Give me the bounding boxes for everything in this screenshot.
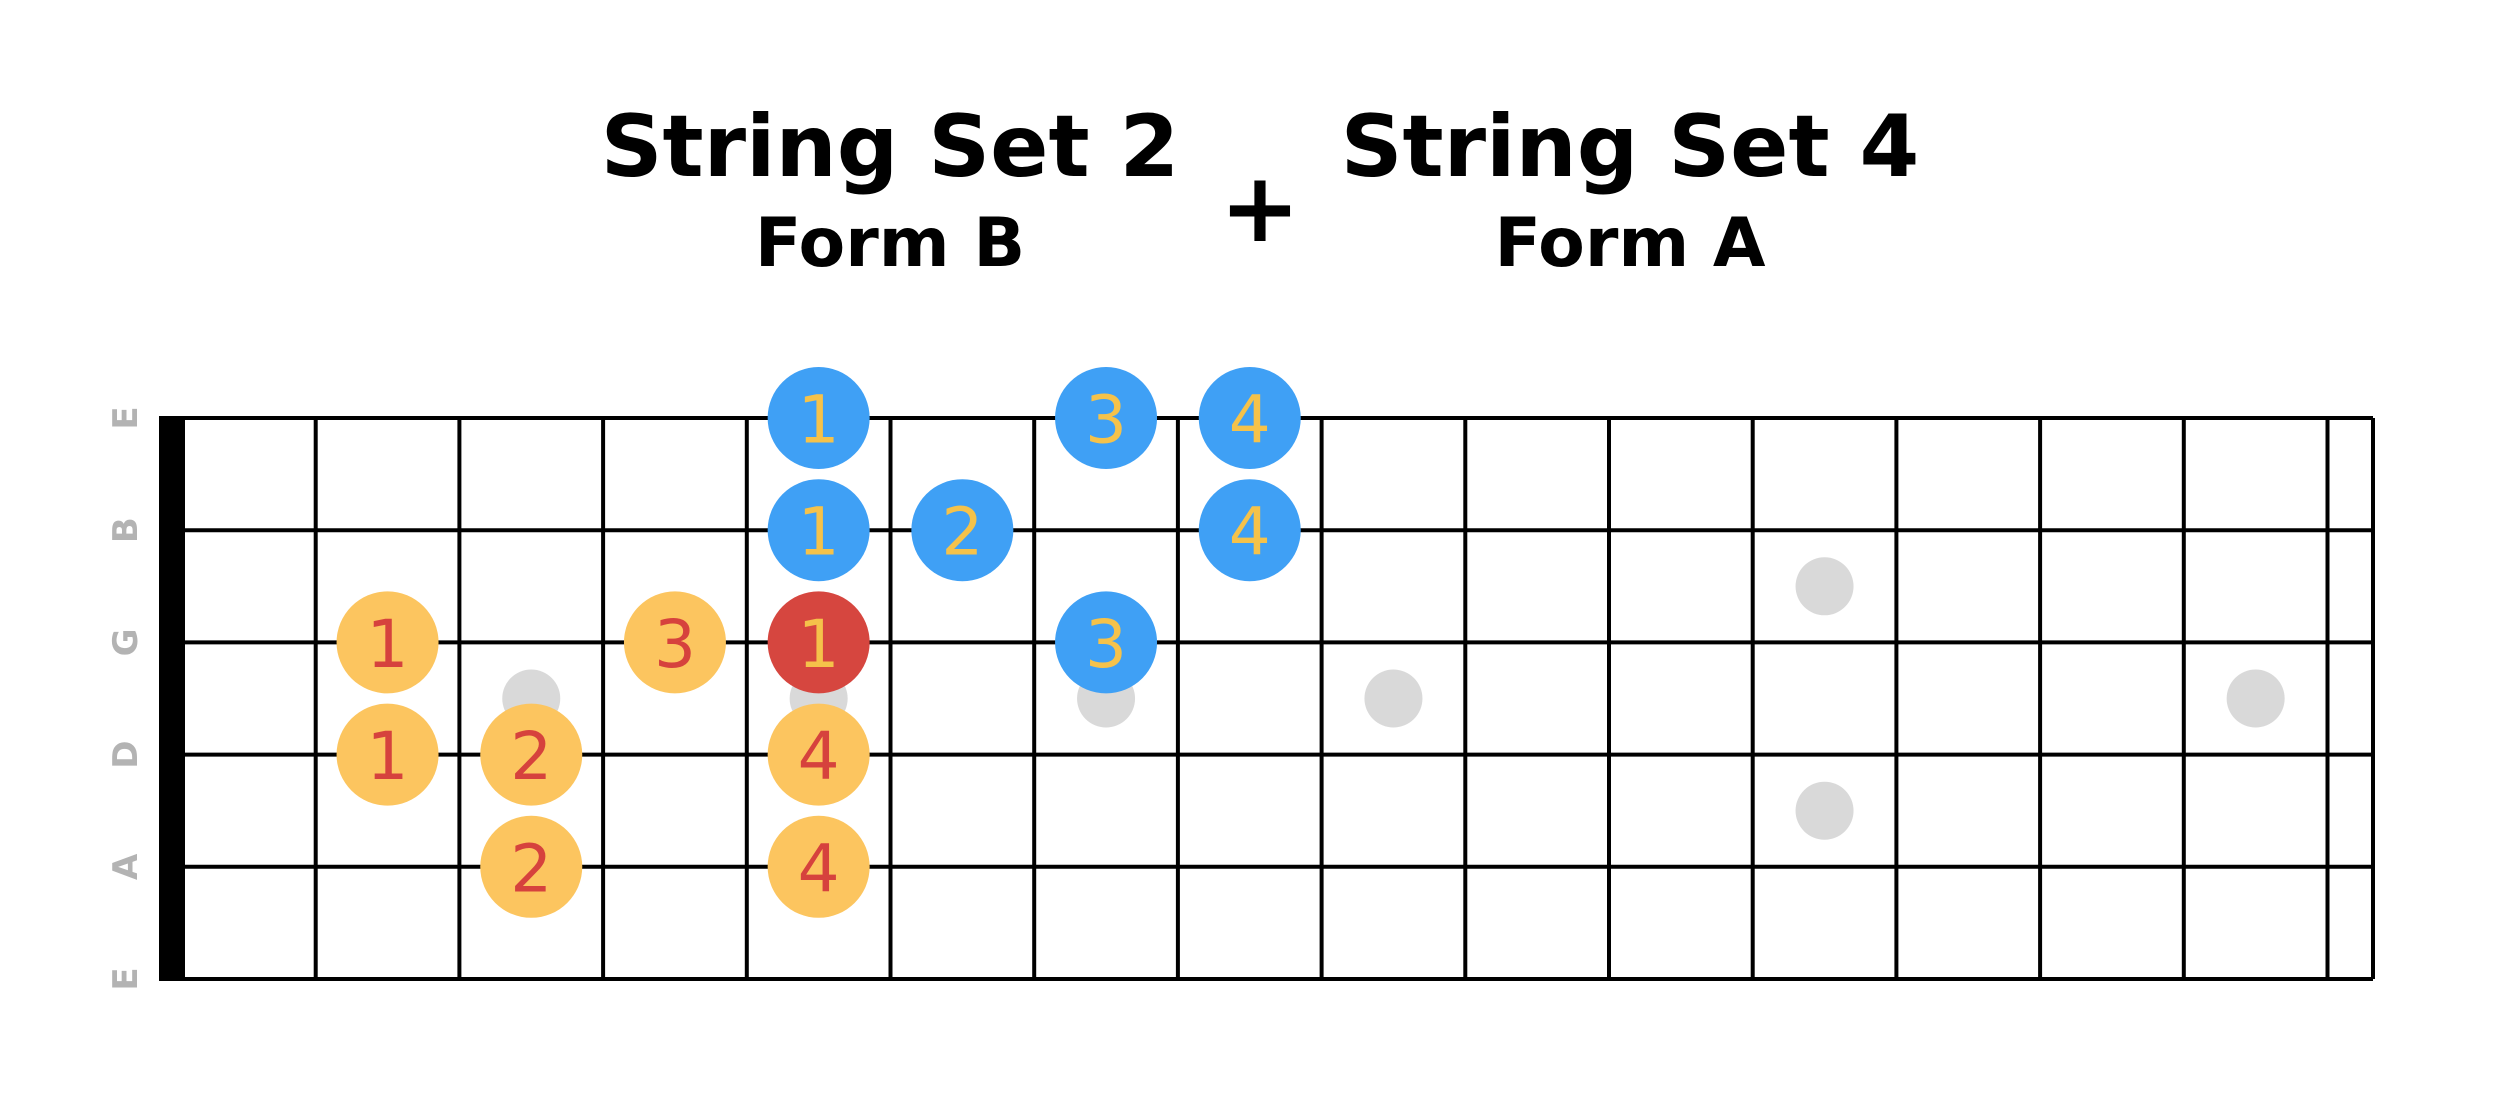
string-label: A: [106, 853, 146, 880]
inlay-dot: [1795, 557, 1854, 616]
string-label: G: [106, 628, 146, 656]
finger-number: 2: [510, 830, 552, 907]
nut: [159, 416, 185, 981]
right-title-sub: Form A: [1494, 203, 1766, 283]
finger-dot: [767, 591, 870, 694]
finger-number: 3: [1085, 606, 1127, 683]
inlay-dot: [1795, 781, 1854, 840]
string-label: E: [106, 406, 146, 429]
finger-dot: [767, 815, 870, 918]
finger-number: 1: [798, 494, 840, 571]
inlay-dot: [1364, 669, 1423, 728]
finger-number: 2: [510, 718, 552, 795]
finger-number: 4: [798, 718, 840, 795]
finger-dot: [1198, 367, 1301, 469]
inlay-dot: [2226, 669, 2285, 728]
finger-dot: [1055, 367, 1158, 469]
finger-dot: [911, 479, 1014, 582]
finger-dot: [480, 703, 583, 806]
finger-dot: [767, 367, 870, 469]
finger-number: 4: [1229, 382, 1271, 459]
string-label: E: [106, 967, 146, 990]
finger-dot: [767, 703, 870, 806]
finger-number: 4: [1229, 494, 1271, 571]
left-title: String Set 2 Form B: [560, 100, 1220, 284]
finger-number: 1: [798, 606, 840, 683]
plus-sign: +: [1219, 152, 1301, 264]
string-label: B: [106, 517, 146, 543]
finger-dot: [1198, 479, 1301, 582]
string-label: D: [106, 740, 146, 768]
finger-number: 1: [367, 718, 409, 795]
right-title-main: String Set 4: [1340, 97, 1920, 197]
finger-dot: [480, 815, 583, 918]
finger-number: 4: [798, 830, 840, 907]
finger-number: 3: [1085, 382, 1127, 459]
left-title-main: String Set 2: [600, 97, 1180, 197]
finger-dot: [336, 703, 439, 806]
finger-number: 3: [654, 606, 696, 683]
finger-number: 1: [798, 382, 840, 459]
finger-dot: [767, 479, 870, 582]
finger-dot: [1055, 591, 1158, 694]
finger-dot: [336, 591, 439, 694]
finger-number: 2: [941, 494, 983, 571]
right-title: String Set 4 Form A: [1300, 100, 1960, 284]
finger-dot: [623, 591, 726, 694]
finger-number: 1: [367, 606, 409, 683]
left-title-sub: Form B: [754, 203, 1026, 283]
